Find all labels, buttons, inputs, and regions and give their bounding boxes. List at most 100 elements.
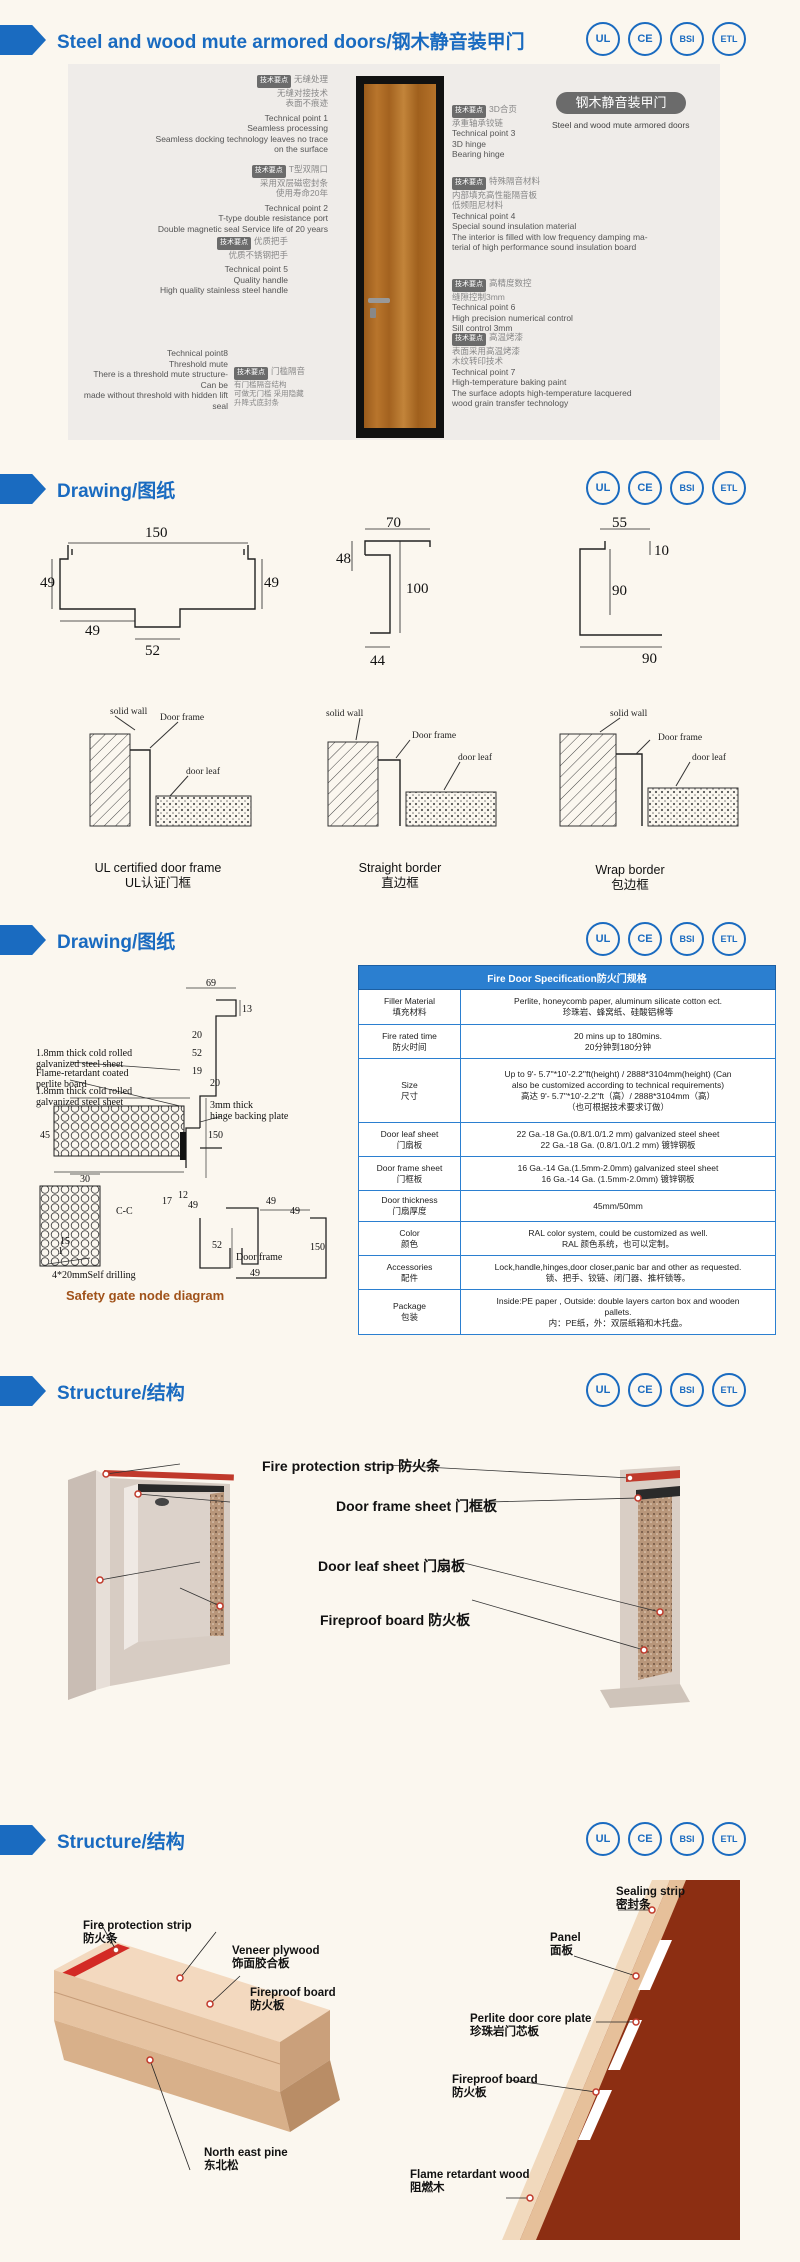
ul-badge-icon: UL xyxy=(586,1373,620,1407)
dim-10: 10 xyxy=(654,543,669,559)
dim-100: 100 xyxy=(406,581,429,597)
etl-badge-icon: ETL xyxy=(712,22,746,56)
wood-door-leaf-image xyxy=(364,84,436,428)
svg-text:19: 19 xyxy=(192,1066,202,1077)
tech-point-4: 技术要点特殊隔音材料 内部填充高性能隔音板 低频阻尼材料 Technical p… xyxy=(452,176,648,252)
ul-badge-icon: UL xyxy=(586,471,620,505)
ce-badge-icon: CE xyxy=(628,922,662,956)
svg-text:Door frame: Door frame xyxy=(658,732,702,743)
note-5: 4*20mmSelf drilling xyxy=(52,1270,136,1281)
svg-text:45: 45 xyxy=(40,1130,50,1141)
svg-text:150: 150 xyxy=(310,1242,325,1253)
dim-49-left: 49 xyxy=(40,575,55,591)
bsi-badge-icon: BSI xyxy=(670,922,704,956)
callout-door-leaf-sheet: Door leaf sheet 门扇板 xyxy=(318,1558,466,1574)
section-title: Drawing/图纸 xyxy=(57,481,176,502)
svg-text:door leaf: door leaf xyxy=(186,766,221,777)
certification-badges: UL CE BSI ETL xyxy=(586,22,746,56)
section-title: Drawing/图纸 xyxy=(57,932,176,953)
certification-badges: UL CE BSI ETL xyxy=(586,471,746,505)
svg-text:15: 15 xyxy=(60,1236,70,1247)
door-handle-icon xyxy=(368,298,390,303)
section-header-structure-1: Structure/结构 UL CE BSI ETL xyxy=(0,1369,800,1413)
dim-90-bottom: 90 xyxy=(642,651,657,667)
dim-52: 52 xyxy=(145,643,160,659)
svg-text:solid wall: solid wall xyxy=(326,709,364,719)
svg-text:17: 17 xyxy=(162,1196,172,1207)
dim-48: 48 xyxy=(336,551,351,567)
svg-text:1: 1 xyxy=(58,1246,63,1257)
svg-text:52: 52 xyxy=(192,1048,202,1059)
dim-44: 44 xyxy=(370,653,386,669)
ce-badge-icon: CE xyxy=(628,1373,662,1407)
callout-door-frame-sheet: Door frame sheet 门框板 xyxy=(336,1498,498,1514)
svg-text:150: 150 xyxy=(208,1130,223,1141)
product-title-en: Steel and wood mute armored doors xyxy=(552,120,690,130)
tech-point-8: Technical point8 Threshold mute There is… xyxy=(83,348,228,411)
wood-door-structure-image xyxy=(53,1880,740,2240)
section-header-doors: Steel and wood mute armored doors/钢木静音装甲… xyxy=(0,18,800,62)
dim-90-side: 90 xyxy=(612,583,627,599)
ul-badge-icon: UL xyxy=(586,22,620,56)
dim-70: 70 xyxy=(386,515,401,531)
svg-text:20: 20 xyxy=(210,1078,220,1089)
ce-badge-icon: CE xyxy=(628,1822,662,1856)
door-banner: 技术要点无缝处理 无缝对接技术 表面不痕迹 Technical point 1 … xyxy=(68,64,720,440)
svg-text:13: 13 xyxy=(242,1004,252,1015)
ul-badge-icon: UL xyxy=(586,1822,620,1856)
dim-55: 55 xyxy=(612,515,627,531)
svg-text:49: 49 xyxy=(188,1200,198,1211)
tech-point-5: 技术要点优质把手 优质不锈钢把手 Technical point 5 Quali… xyxy=(159,236,288,295)
profile-drawings: 150 49 49 49 52 70 48 100 44 55 10 90 90 xyxy=(40,515,669,669)
callout-fire-protection-strip: Fire protection strip 防火条 xyxy=(262,1458,441,1474)
bsi-badge-icon: BSI xyxy=(670,471,704,505)
section-header-structure-2: Structure/结构 UL CE BSI ETL xyxy=(0,1818,800,1862)
arrow-icon xyxy=(0,925,46,955)
dim-49-right: 49 xyxy=(264,575,279,591)
svg-text:49: 49 xyxy=(290,1206,300,1217)
tech-point-7: 技术要点高温烤漆 表面采用高温烤漆 木纹转印技术 Technical point… xyxy=(452,332,632,408)
certification-badges: UL CE BSI ETL xyxy=(586,922,746,956)
arrow-icon xyxy=(0,1825,46,1855)
etl-badge-icon: ETL xyxy=(712,471,746,505)
section-title: Structure/结构 xyxy=(57,1383,185,1404)
tech-point-1: 技术要点无缝处理 无缝对接技术 表面不痕迹 Technical point 1 … xyxy=(155,74,328,154)
svg-text:49: 49 xyxy=(250,1268,260,1279)
steel-door-structure-image xyxy=(68,1463,690,1708)
arrow-icon xyxy=(0,25,46,55)
section-title: Steel and wood mute armored doors/钢木静音装甲… xyxy=(57,32,525,53)
etl-badge-icon: ETL xyxy=(712,1822,746,1856)
detail-straight-border: solid wall Door frame door leaf xyxy=(326,709,497,827)
certification-badges: UL CE BSI ETL xyxy=(586,1373,746,1407)
svg-text:12: 12 xyxy=(178,1190,188,1201)
svg-text:30: 30 xyxy=(80,1174,90,1185)
spec-header: Fire Door Specification防火门规格 xyxy=(358,965,776,990)
detail-ul-frame: solid wall Door frame door leaf xyxy=(89,707,252,827)
arrow-icon xyxy=(0,1376,46,1406)
ul-badge-icon: UL xyxy=(586,922,620,956)
svg-text:door leaf: door leaf xyxy=(692,752,727,763)
tech-point-8-cn: 技术要点门槛隔音 有门槛隔音结构 可做无门槛 采用隐藏 升降式底封条 xyxy=(234,366,306,407)
bsi-badge-icon: BSI xyxy=(670,1822,704,1856)
product-title-cn: 钢木静音装甲门 xyxy=(556,92,686,114)
